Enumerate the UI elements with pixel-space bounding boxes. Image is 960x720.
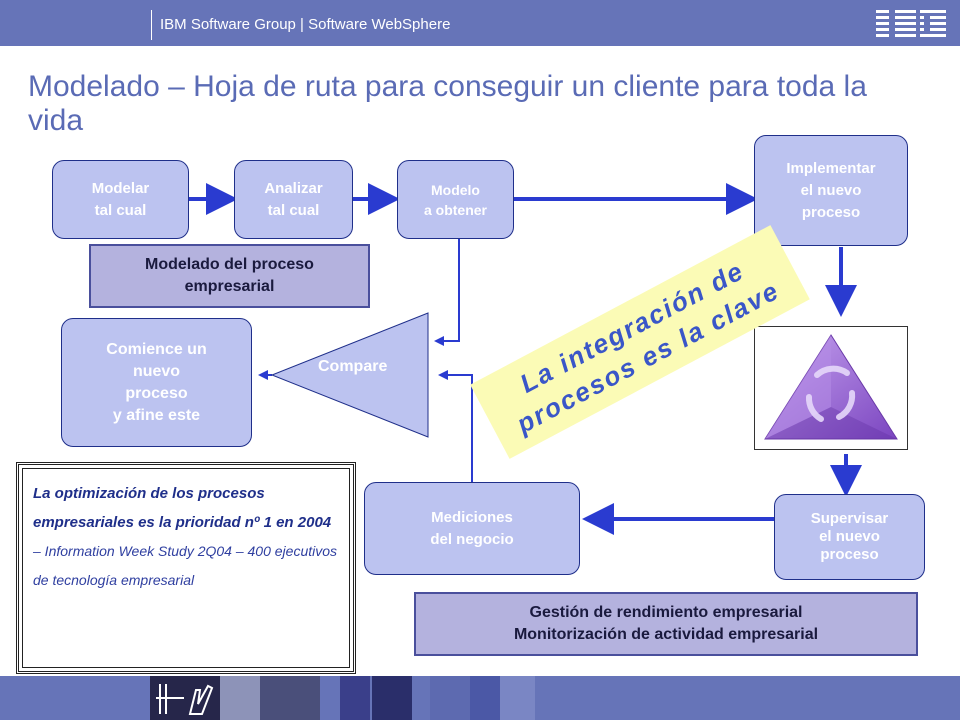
footer-block	[500, 676, 535, 720]
node-implementar: Implementar el nuevo proceso	[754, 135, 908, 246]
quote-source: – Information Week Study 2Q04 – 400 ejec…	[33, 543, 338, 588]
hand-icon	[156, 684, 214, 715]
node-analizar: Analizar tal cual	[234, 160, 353, 239]
header-bar: IBM Software Group | Software WebSphere	[0, 0, 960, 46]
node-modelo: Modelo a obtener	[397, 160, 514, 239]
footer-block	[430, 676, 470, 720]
quote-content: La optimización de los procesos empresar…	[33, 479, 343, 595]
header-caption: IBM Software Group | Software WebSphere	[160, 16, 451, 33]
arrow-mediciones-compare	[438, 370, 473, 482]
quote-main: La optimización de los procesos empresar…	[33, 485, 332, 531]
cycle-frame	[754, 326, 908, 450]
panel-modelado: Modelado del proceso empresarial	[89, 244, 370, 308]
footer-block	[340, 676, 370, 720]
footer-block	[220, 676, 260, 720]
arrow-modelo-compare	[434, 230, 460, 346]
node-supervisar: Supervisar el nuevo proceso	[774, 494, 925, 580]
cycle-triangle-icon	[764, 334, 898, 440]
page-title: Modelado – Hoja de ruta para conseguir u…	[28, 70, 867, 137]
ibm-logo-icon	[876, 8, 946, 38]
footer-block	[260, 676, 320, 720]
node-comience: Comience un nuevo proceso y afine este	[61, 318, 252, 447]
node-compare: Compare	[318, 358, 388, 375]
compare-triangle	[270, 312, 429, 438]
panel-gestion: Gestión de rendimiento empresarial Monit…	[414, 592, 918, 656]
footer-block	[470, 676, 500, 720]
node-mediciones: Mediciones del negocio	[364, 482, 580, 575]
node-modelar: Modelar tal cual	[52, 160, 189, 239]
header-divider	[151, 10, 152, 40]
quote-box: La optimización de los procesos empresar…	[16, 462, 356, 674]
footer-block	[372, 676, 412, 720]
footer-bar	[0, 676, 960, 720]
